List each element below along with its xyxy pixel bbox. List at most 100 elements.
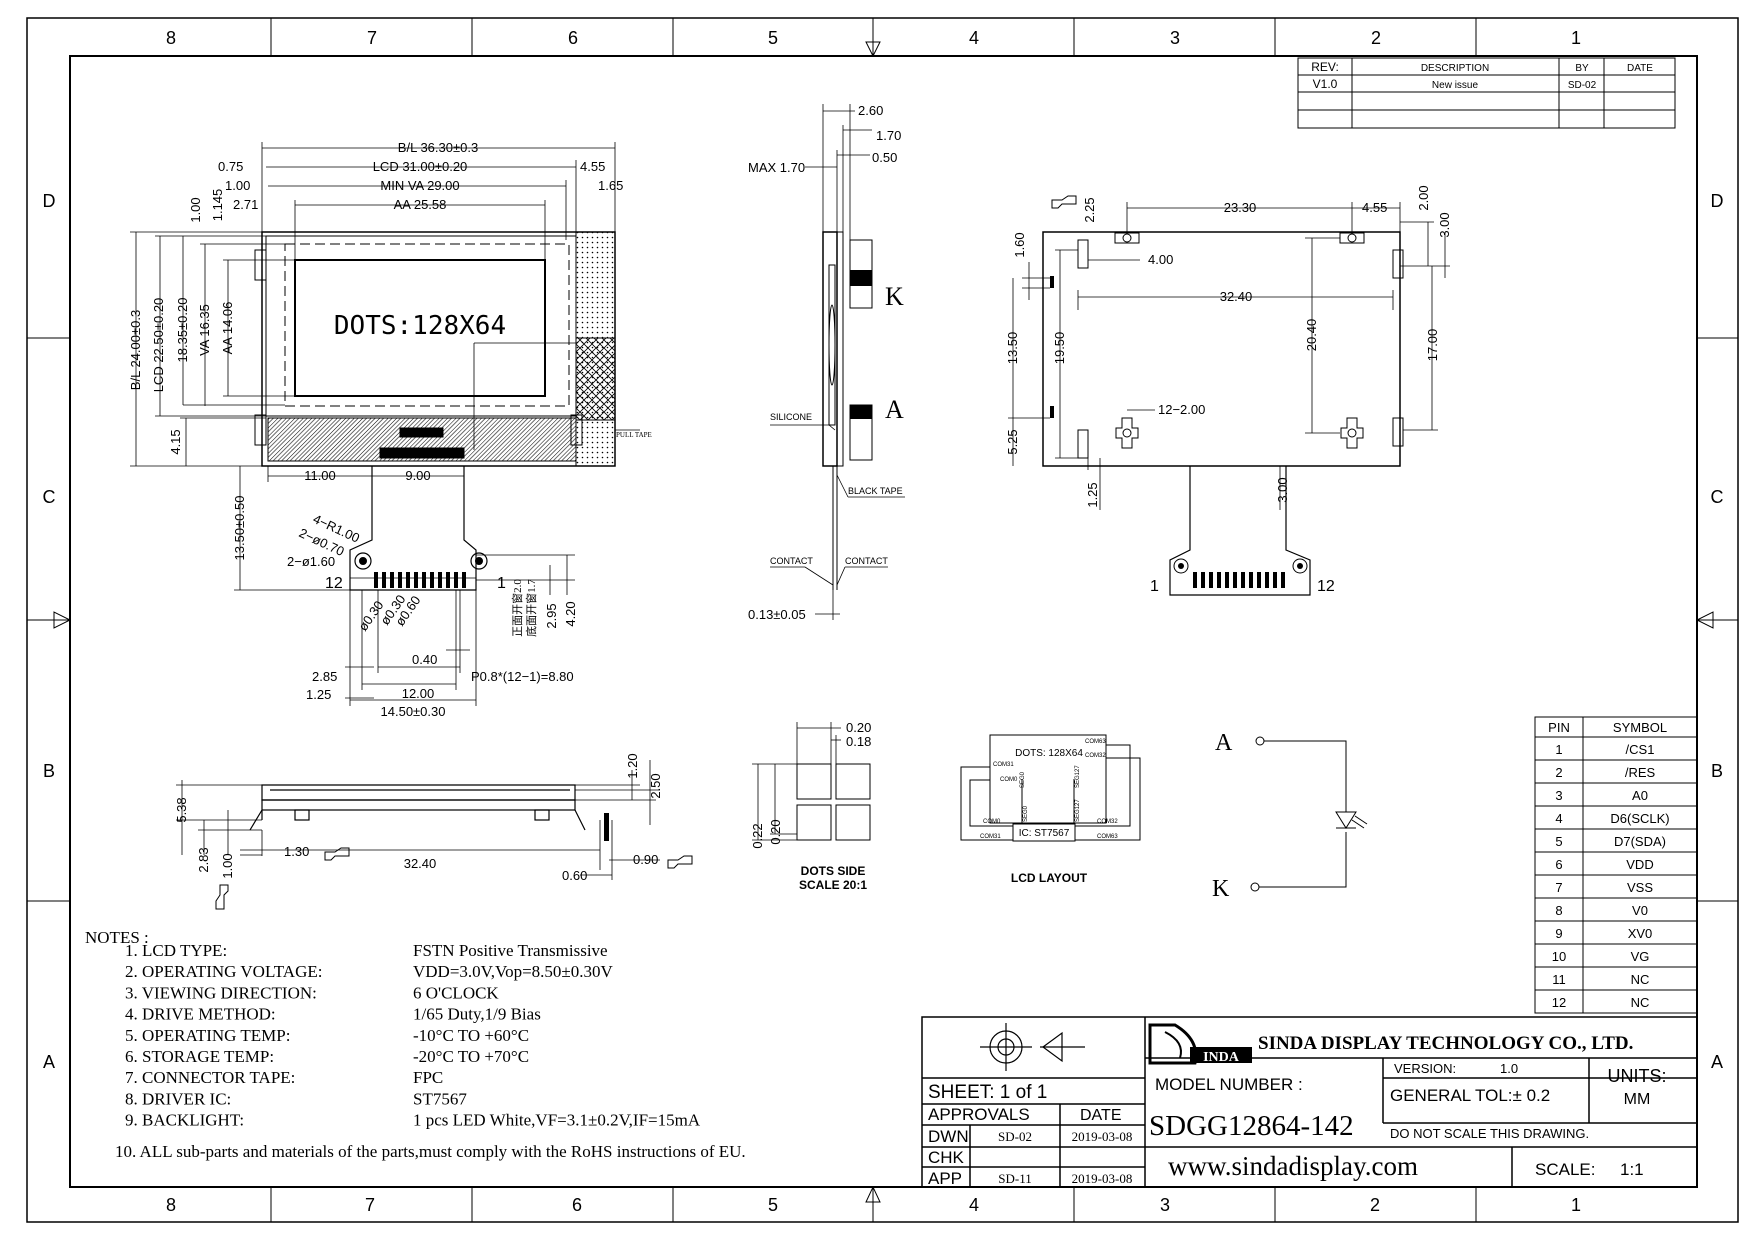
- pin-symbol: NC: [1631, 972, 1650, 987]
- dwn-role: DWN: [928, 1127, 969, 1146]
- dim-120: 1.20: [625, 753, 640, 778]
- pin-com63b: COM63: [1097, 834, 1118, 840]
- no-scale-note: DO NOT SCALE THIS DRAWING.: [1390, 1126, 1589, 1141]
- dim-window-top: 正面开窗2.0: [510, 579, 524, 637]
- pin-symbol: NC: [1631, 995, 1650, 1010]
- dim-125: 1.25: [1085, 482, 1100, 507]
- dim-538: 5.38: [174, 797, 189, 822]
- side-view: 2.60 1.70 0.50 MAX 1.70 0.13±0.05 K A SI…: [748, 103, 905, 622]
- model-label: MODEL NUMBER :: [1155, 1075, 1303, 1094]
- date-header: DATE: [1627, 63, 1653, 74]
- note-value: 1/65 Duty,1/9 Bias: [413, 1005, 541, 1024]
- dots-label: DOTS:128X64: [334, 311, 506, 341]
- version-value: 1.0: [1500, 1061, 1518, 1076]
- pin-com32: COM32: [1085, 753, 1106, 759]
- note-value: 6 O'CLOCK: [413, 983, 499, 1002]
- col-label: 7: [367, 28, 377, 48]
- pin-number: 11: [1552, 972, 1566, 987]
- col-label: 8: [166, 1195, 176, 1215]
- col-label: 6: [568, 28, 578, 48]
- dim-1835: 18.35±0.20: [175, 298, 190, 363]
- pin-number: 4: [1555, 811, 1562, 826]
- dim-018: 0.18: [846, 734, 871, 749]
- note-label: 8. DRIVER IC:: [125, 1089, 231, 1108]
- tolerance: GENERAL TOL:± 0.2: [1390, 1086, 1550, 1105]
- col-label: 4: [969, 1195, 979, 1215]
- pin-number: 7: [1555, 880, 1562, 895]
- dim-3240: 32.40: [1220, 289, 1253, 304]
- lcd-layout: COM63 COM32 COM31 COM0 SEG0 SEG127 COM0 …: [960, 734, 1141, 885]
- pin-number: 6: [1555, 857, 1562, 872]
- by-value: SD-02: [1568, 80, 1597, 91]
- dim-020b: 0.20: [768, 819, 783, 844]
- pointing-hand-icon: [1051, 195, 1077, 209]
- pin-seg0b: SEG0: [1023, 805, 1029, 822]
- dim-bl-height: B/L 24.00±0.3: [128, 310, 143, 390]
- dim-1200: 12−2.00: [1158, 402, 1205, 417]
- dim-090: 0.90: [633, 852, 658, 867]
- col-label: 3: [1160, 1195, 1170, 1215]
- units-value: MM: [1624, 1091, 1651, 1108]
- dim-225: 2.25: [1082, 197, 1097, 222]
- col-label: 7: [365, 1195, 375, 1215]
- pin-12-label: 12: [325, 575, 343, 592]
- desc-header: DESCRIPTION: [1421, 63, 1489, 74]
- pin-symbol: /RES: [1625, 765, 1656, 780]
- row-label: A: [1711, 1052, 1723, 1072]
- pin-com0b: COM0: [983, 819, 1001, 825]
- dim-260: 2.60: [858, 103, 883, 118]
- pin-symbol: V0: [1632, 903, 1648, 918]
- scale-label: SCALE:: [1535, 1160, 1595, 1179]
- title-block: INDA SINDA DISPLAY TECHNOLOGY CO., LTD. …: [921, 1016, 1698, 1188]
- note-label: 3. VIEWING DIRECTION:: [125, 983, 317, 1002]
- note-label: 4. DRIVE METHOD:: [125, 1005, 276, 1024]
- dim-160: 1.60: [1012, 232, 1027, 257]
- dim-420: 4.20: [563, 601, 578, 626]
- silicone-label: SILICONE: [770, 412, 812, 422]
- sheet-label: SHEET: 1 of 1: [928, 1082, 1047, 1103]
- pin-com0: COM0: [1000, 777, 1018, 783]
- col-label: 6: [572, 1195, 582, 1215]
- dim-455: 4.55: [580, 159, 605, 174]
- dim-1700: 17.00: [1425, 329, 1440, 362]
- col-label: 5: [768, 28, 778, 48]
- note-value: 1 pcs LED White,VF=3.1±0.2V,IF=15mA: [413, 1111, 701, 1130]
- pin-number: 9: [1555, 926, 1562, 941]
- back-view: 2.25 23.30 4.55 2.00 3.00 1.60 4.00 32.4…: [1005, 185, 1452, 596]
- col-label: 1: [1571, 1195, 1581, 1215]
- approvals-label: APPROVALS: [928, 1105, 1030, 1124]
- dim-100: 1.00: [225, 178, 250, 193]
- dim-130: 1.30: [284, 844, 309, 859]
- pin-number: 8: [1555, 903, 1562, 918]
- col-label: 3: [1170, 28, 1180, 48]
- row-label: C: [43, 487, 56, 507]
- rev-header: REV:: [1311, 60, 1339, 74]
- col-label: 2: [1370, 1195, 1380, 1215]
- row-label: D: [43, 191, 56, 211]
- dots-side-label: DOTS SIDE: [801, 864, 866, 878]
- dim-022: 0.22: [750, 823, 765, 848]
- dim-1350: 13.50: [1005, 332, 1020, 365]
- row-label: A: [43, 1052, 55, 1072]
- note-value: FPC: [413, 1068, 443, 1087]
- dim-max170: MAX 1.70: [748, 160, 805, 175]
- pin-number: 10: [1552, 949, 1566, 964]
- chk-role: CHK: [928, 1148, 965, 1167]
- units-label: UNITS:: [1607, 1066, 1666, 1086]
- dim-900: 9.00: [405, 468, 430, 483]
- pin-number: 1: [1555, 742, 1562, 757]
- revision-table: REV: DESCRIPTION BY DATE V1.0 New issue …: [1297, 57, 1676, 129]
- pin-header: PIN: [1548, 720, 1570, 735]
- symbol-header: SYMBOL: [1613, 720, 1667, 735]
- logo-text: INDA: [1203, 1050, 1240, 1065]
- projection-symbol-icon: [980, 1023, 1085, 1071]
- pin-symbol: VDD: [1626, 857, 1653, 872]
- contact-label-right: CONTACT: [845, 556, 888, 566]
- dots-side-scale: SCALE 20:1: [799, 878, 867, 892]
- dwn-date: 2019-03-08: [1072, 1129, 1133, 1144]
- k-label: K: [885, 282, 904, 311]
- dim-va-height: VA 16.35: [197, 304, 212, 356]
- dim-aa-width: AA 25.58: [394, 197, 447, 212]
